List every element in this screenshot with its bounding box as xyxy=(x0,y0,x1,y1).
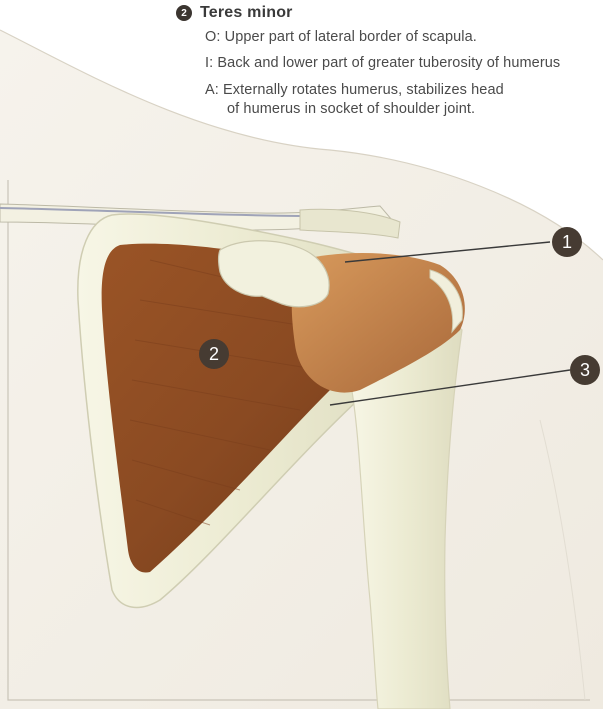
caption-block: 2 Teres minor O: Upper part of lateral b… xyxy=(0,0,603,160)
callout-1: 1 xyxy=(552,227,582,257)
action-text-line2: of humerus in socket of shoulder joint. xyxy=(227,101,475,117)
title-number-badge: 2 xyxy=(176,5,192,21)
insertion-text: I: Back and lower part of greater tubero… xyxy=(205,55,560,71)
action-text-line1: A: Externally rotates humerus, stabilize… xyxy=(205,82,504,98)
callout-3: 3 xyxy=(570,355,600,385)
caption-title-row: 2 Teres minor xyxy=(176,4,293,22)
callout-2: 2 xyxy=(199,339,229,369)
origin-text: O: Upper part of lateral border of scapu… xyxy=(205,29,477,45)
caption-title: Teres minor xyxy=(200,4,293,22)
